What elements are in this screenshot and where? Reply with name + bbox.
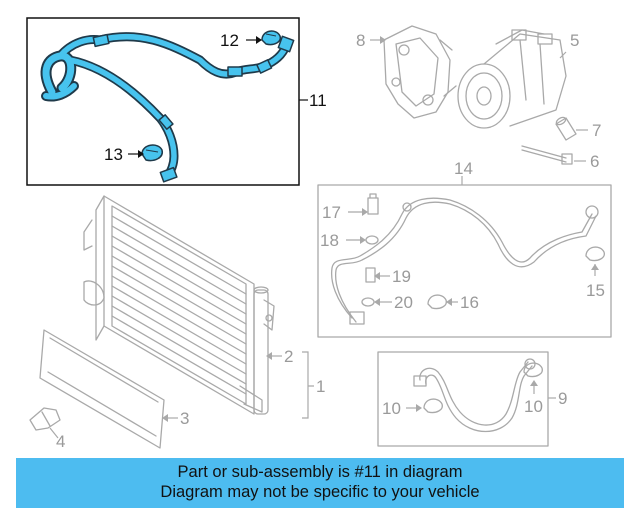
clip-12[interactable] [261,30,282,46]
highlight-frame [26,17,300,186]
banner-line-2: Diagram may not be specific to your vehi… [160,483,480,501]
air-deflector-3[interactable]: 3 [39,329,189,449]
callout-9: 9 [558,389,567,408]
bracket-4[interactable]: 4 [29,407,65,451]
parts-diagram: 12 13 11 8 5 7 [26,17,612,451]
leader-4 [49,427,59,439]
compressor-bracket-8[interactable]: 8 [356,25,457,119]
callout-12: 12 [220,31,239,50]
callout-14: 14 [454,159,473,178]
callout-15: 15 [586,281,605,300]
callout-2: 2 [284,347,293,366]
callout-11: 11 [309,91,327,110]
leader-1 [302,351,314,419]
callout-8: 8 [356,31,365,50]
highlighted-assembly-11[interactable]: 12 13 11 [26,17,327,186]
clip-13[interactable] [141,144,163,162]
bolt-6[interactable]: 6 [521,145,599,171]
callout-6: 6 [590,152,599,171]
ac-hose-11[interactable] [40,32,295,183]
banner-line-1: Part or sub-assembly is #11 in diagram [177,463,463,481]
callout-7: 7 [592,121,601,140]
callout-10b: 10 [524,397,543,416]
ac-compressor-5[interactable]: 5 [457,29,579,129]
callout-1: 1 [316,377,325,396]
callout-18: 18 [320,231,339,250]
callout-13: 13 [104,145,123,164]
callout-4: 4 [56,432,65,451]
callout-5: 5 [570,31,579,50]
leader-5 [559,51,567,59]
callout-10a: 10 [382,399,401,418]
callout-20: 20 [394,293,413,312]
callout-17: 17 [322,203,341,222]
condenser-1[interactable]: 1 [83,195,325,419]
part-7[interactable]: 7 [555,116,601,141]
info-banner: Part or sub-assembly is #11 in diagram D… [16,458,624,508]
callout-3: 3 [180,409,189,428]
callout-19: 19 [392,267,411,286]
assembly-14[interactable]: 14 17 18 19 20 16 15 [317,159,612,338]
condenser-fins [111,215,247,395]
receiver-dryer-2[interactable]: 2 [253,286,293,415]
callout-16: 16 [460,293,479,312]
assembly-9[interactable]: 9 10 10 [377,351,567,447]
